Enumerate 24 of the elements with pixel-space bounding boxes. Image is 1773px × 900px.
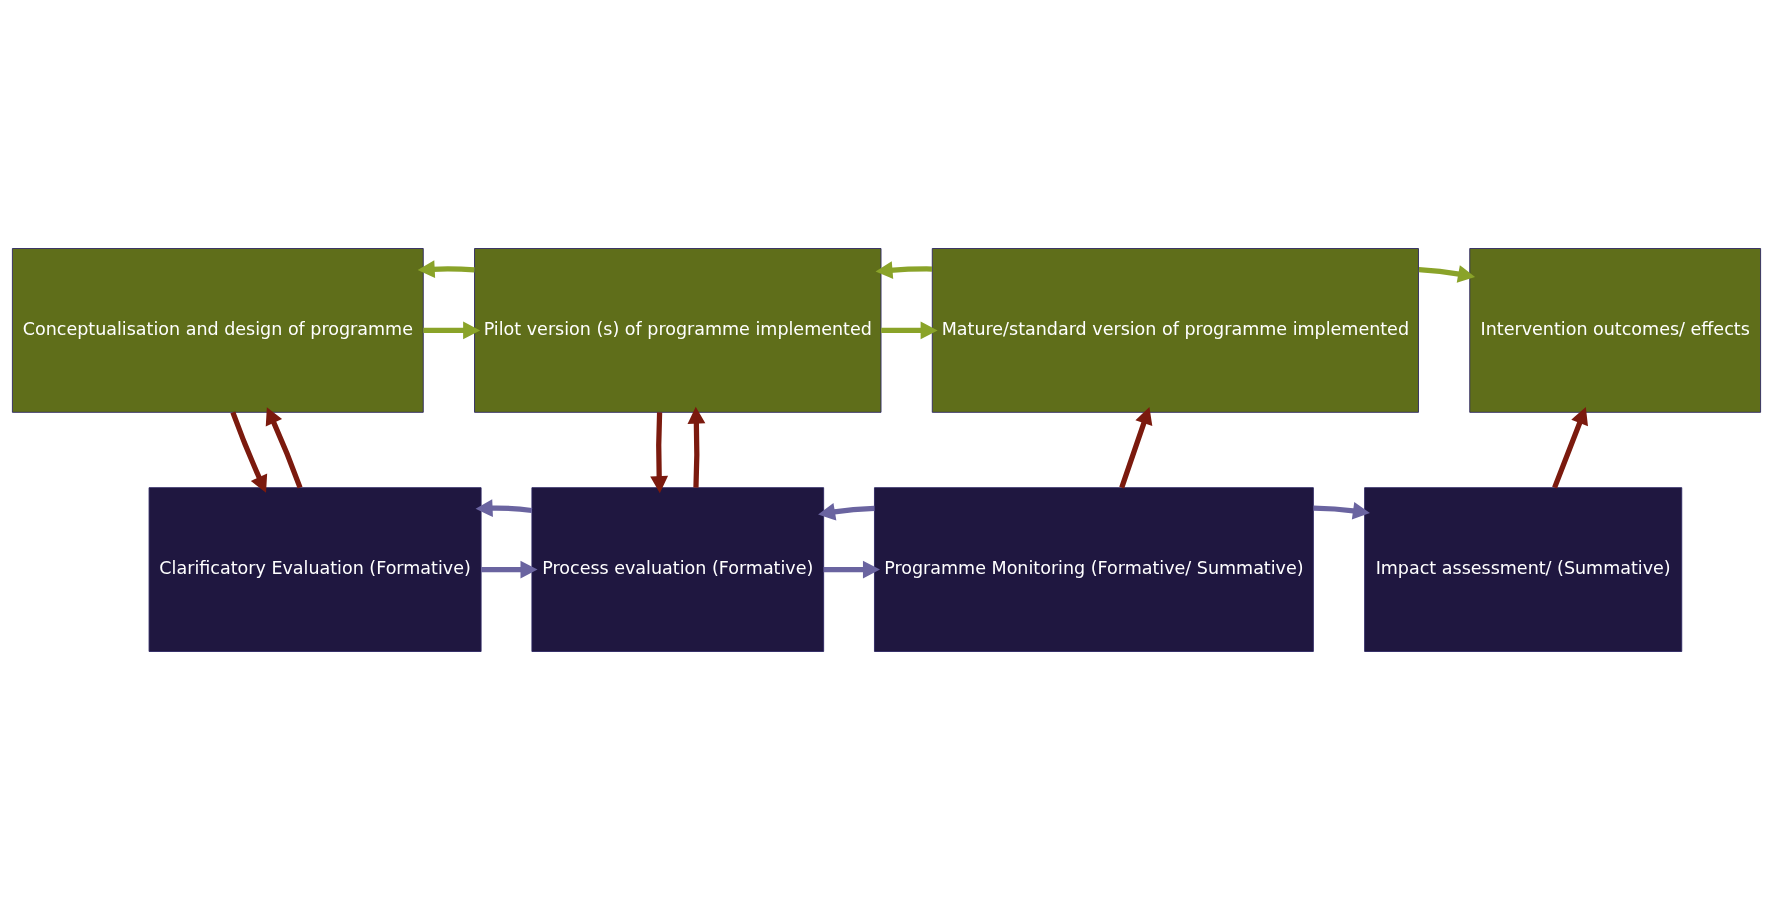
arrow: [650, 412, 669, 494]
arrow: [881, 321, 938, 340]
node-box: Clarificatory Evaluation (Formative): [148, 487, 482, 652]
node-box: Mature/standard version of programme implemented: [931, 248, 1419, 413]
arrow: [823, 560, 880, 579]
node-box: Process evaluation (Formative): [531, 487, 825, 652]
arrow: [1119, 406, 1153, 489]
arrow: [475, 499, 533, 518]
arrow: [1552, 407, 1588, 489]
arrow: [875, 261, 932, 280]
arrow: [1418, 265, 1476, 283]
arrow: [818, 502, 875, 521]
node-box: Programme Monitoring (Formative/ Summative): [874, 487, 1314, 652]
node-box: Conceptualisation and design of programme: [11, 248, 424, 413]
arrow: [687, 406, 706, 488]
arrow: [1313, 501, 1370, 520]
node-box: Intervention outcomes/ effects: [1469, 248, 1762, 413]
node-box: Pilot version (s) of programme implemented: [474, 248, 882, 413]
arrow: [230, 411, 268, 493]
arrow: [417, 260, 475, 279]
arrow: [265, 407, 303, 489]
node-box: Impact assessment/ (Summative): [1364, 487, 1683, 652]
arrow: [481, 560, 538, 579]
arrow: [423, 321, 481, 340]
